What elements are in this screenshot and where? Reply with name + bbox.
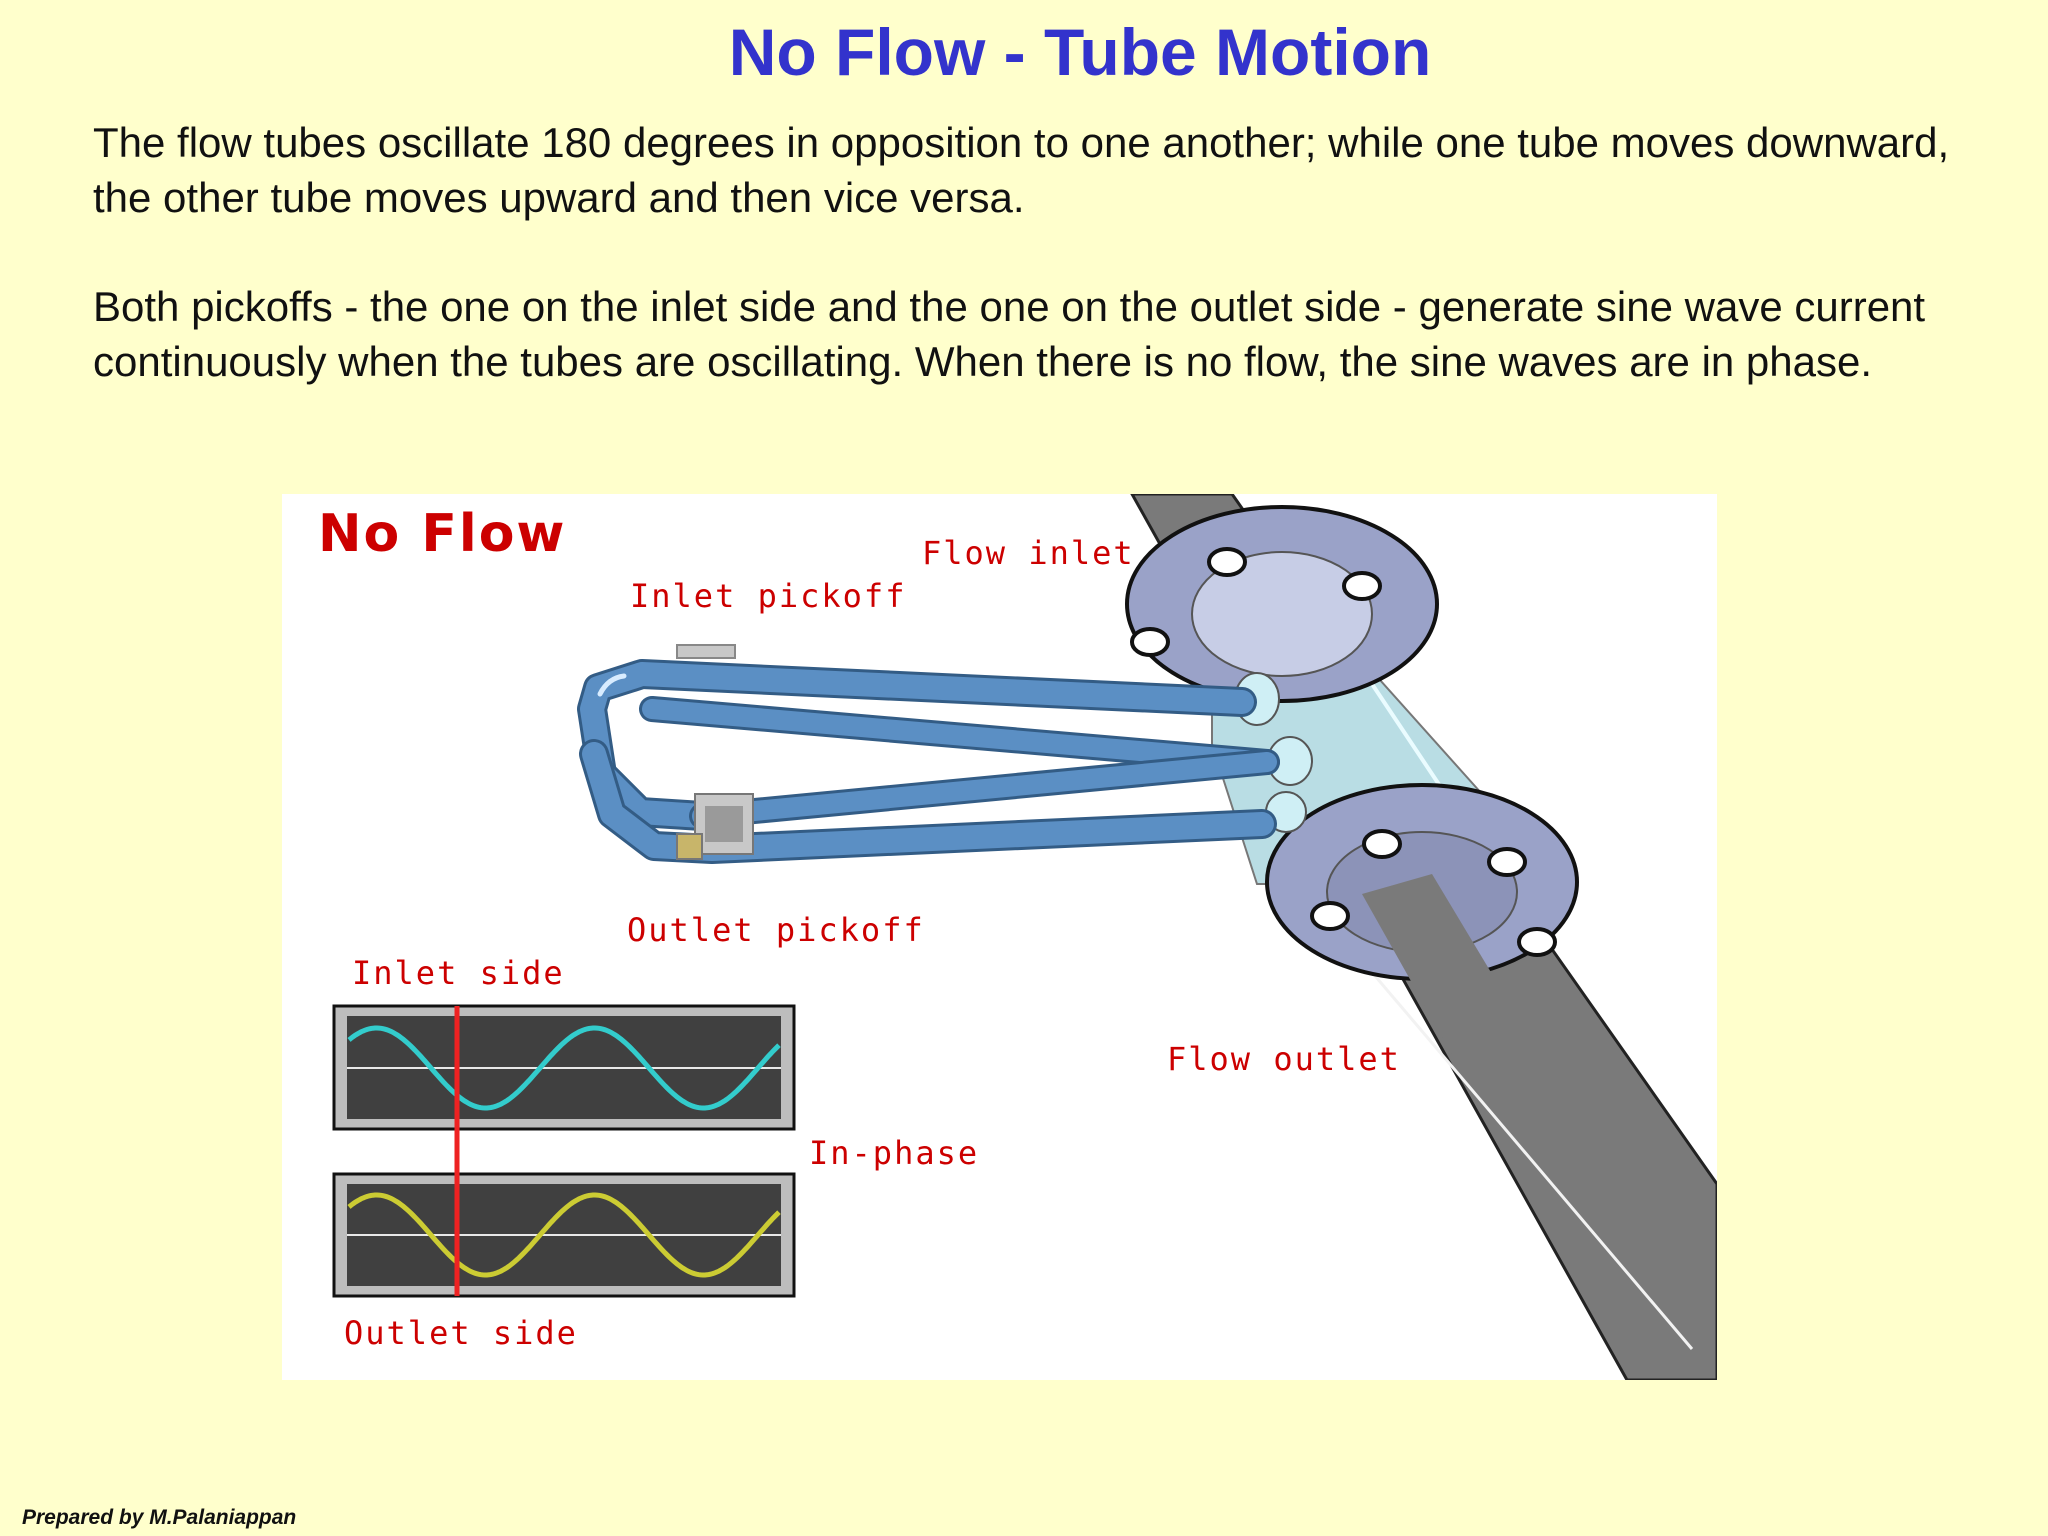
in-phase-label: In-phase [809, 1134, 980, 1172]
inlet-pickoff-sensor [676, 644, 736, 659]
flow-outlet-label: Flow outlet [1167, 1040, 1401, 1078]
figure-heading: No Flow [318, 504, 567, 564]
footer-credit: Prepared by M.Palaniappan [22, 1506, 297, 1529]
outlet-pickoff-label: Outlet pickoff [627, 911, 925, 949]
outlet-flange [1265, 783, 1579, 1054]
inlet-sine-wave [347, 1025, 781, 1111]
outlet-waveform-display [332, 1172, 796, 1298]
meter-illustration [332, 494, 1717, 1380]
description-paragraph-1: The flow tubes oscillate 180 degrees in … [93, 119, 1950, 221]
flow-inlet-label: Flow inlet [922, 534, 1135, 572]
coriolis-meter-figure: No Flow Flow inlet Inlet pickoff Outlet … [282, 494, 1717, 1380]
outlet-sine-wave [347, 1192, 781, 1278]
flow-tubes [577, 659, 1280, 864]
outlet-side-label: Outlet side [344, 1314, 578, 1352]
inlet-flange [1125, 505, 1439, 703]
slide-title: No Flow - Tube Motion [728, 15, 1432, 89]
inlet-pickoff-label: Inlet pickoff [630, 577, 907, 615]
inlet-side-label: Inlet side [352, 954, 565, 992]
inlet-waveform-display [332, 1004, 796, 1131]
description-paragraph-2: Both pickoffs - the one on the inlet sid… [93, 283, 1926, 385]
outlet-pickoff-sensor [676, 793, 754, 860]
